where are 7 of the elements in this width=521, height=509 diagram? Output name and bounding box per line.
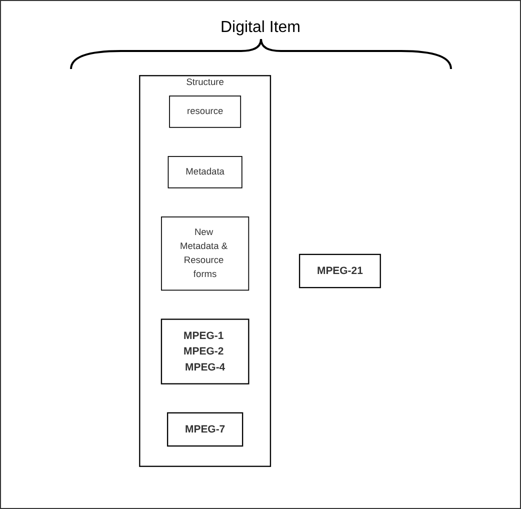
node-box: resource xyxy=(170,96,242,128)
node-box: MPEG-21 xyxy=(299,254,382,288)
node-box: MPEG-7 xyxy=(167,412,244,447)
node-box: MPEG-1 MPEG-2 MPEG-4 xyxy=(161,318,250,384)
group-label: Digital Item xyxy=(220,19,301,37)
node-box: Metadata xyxy=(168,156,243,188)
node-box: New Metadata & Resource forms xyxy=(162,216,250,291)
